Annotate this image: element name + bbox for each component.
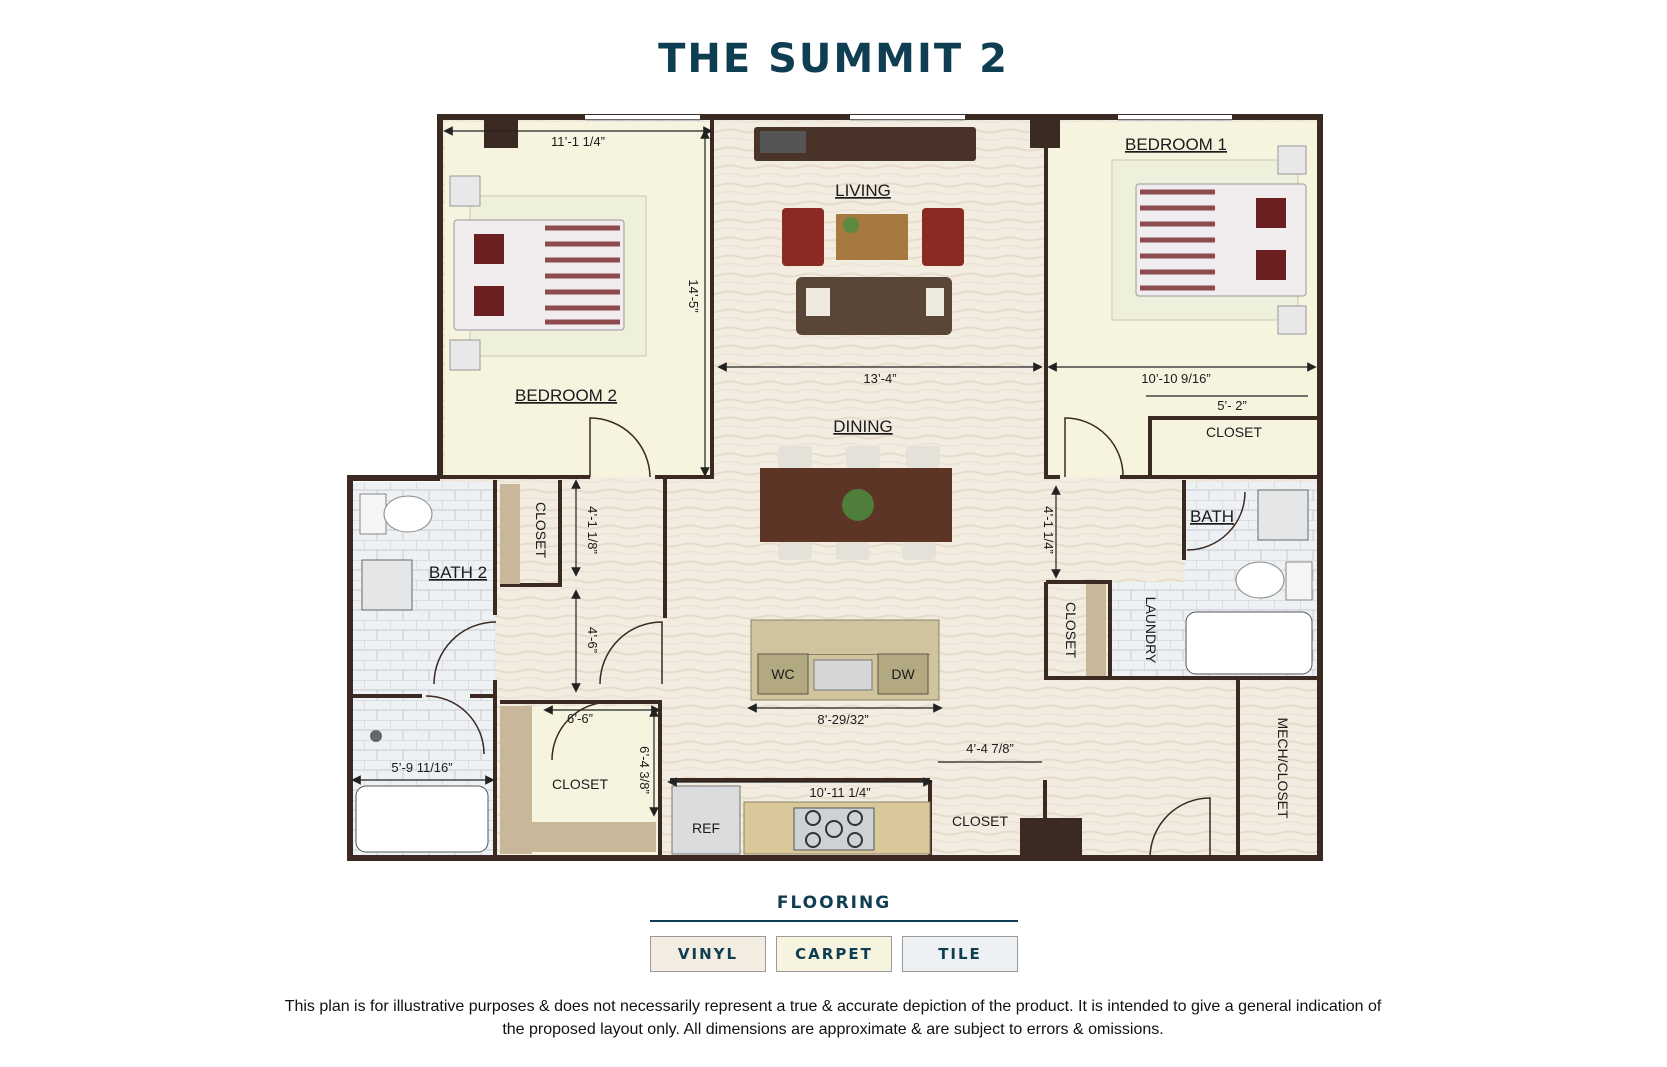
- closet-shelving: [500, 484, 1106, 854]
- dim-bed1-closet: 5’- 2”: [1217, 398, 1247, 413]
- dim-kitchen-counter: 10’-11 1/4”: [809, 785, 870, 800]
- room-label-bedroom1: BEDROOM 1: [1125, 135, 1227, 154]
- room-label-mech-closet: MECH/CLOSET: [1275, 717, 1291, 819]
- dining-table: [760, 446, 952, 560]
- room-label-bedroom2: BEDROOM 2: [515, 386, 617, 405]
- dishwasher-dw-label: DW: [891, 666, 915, 682]
- dim-walkin-depth: 6’-4 3/8”: [637, 746, 652, 794]
- dim-bed1-width: 10’-10 9/16”: [1141, 371, 1210, 386]
- closet-label-front: CLOSET: [952, 813, 1008, 829]
- dim-living-width: 13’-4”: [863, 371, 896, 386]
- room-label-laundry: LAUNDRY: [1143, 597, 1159, 664]
- bedroom2-bed: [449, 175, 647, 371]
- room-label-living: LIVING: [835, 181, 891, 200]
- dim-front-closet: 4’-4 7/8”: [966, 741, 1014, 756]
- floor-plan: LIVING DINING BEDROOM 1 BEDROOM 2 BATH B…: [347, 114, 1323, 861]
- exterior-walls: [347, 114, 1323, 861]
- room-label-bath: BATH: [1190, 507, 1234, 526]
- dishwasher-wc-label: WC: [771, 666, 794, 682]
- flooring-legend-divider: [650, 920, 1018, 922]
- bath1-fixtures: [1185, 489, 1313, 675]
- dim-bath2-width: 5’-9 11/16”: [391, 760, 452, 775]
- door-swings: [425, 417, 1246, 859]
- kitchen-island: [750, 619, 940, 701]
- page-title: THE SUMMIT 2: [658, 36, 1009, 82]
- flooring-swatch-carpet: CARPET: [776, 936, 892, 972]
- kitchen-counter: [671, 785, 931, 855]
- dimension-lines: [351, 126, 1317, 817]
- living-furniture: [754, 127, 976, 335]
- bedroom1-bed: [1111, 145, 1307, 335]
- dim-bed2-depth: 14’-5”: [686, 279, 701, 312]
- dim-hall-right: 4’-1 1/4”: [1041, 506, 1056, 554]
- flooring-swatch-vinyl: VINYL: [650, 936, 766, 972]
- room-label-dining: DINING: [833, 417, 893, 436]
- closet-label-walkin: CLOSET: [552, 776, 608, 792]
- room-label-bath2: BATH 2: [429, 563, 487, 582]
- dim-hall-left-1: 4’-1 1/8”: [585, 506, 600, 554]
- laundry-tile: [1110, 582, 1185, 678]
- closet-label-hall: CLOSET: [533, 502, 549, 558]
- dim-island: 8’-29/32”: [817, 712, 868, 727]
- refrigerator-label: REF: [692, 820, 720, 836]
- dim-bed2-width: 11’-1 1/4”: [551, 134, 605, 149]
- flooring-swatch-tile: TILE: [902, 936, 1018, 972]
- disclaimer-text: This plan is for illustrative purposes &…: [284, 998, 1382, 1038]
- dim-hall-left-2: 4’-6”: [585, 627, 600, 653]
- flooring-legend-title: FLOORING: [776, 893, 892, 913]
- closet-label-laundry: CLOSET: [1063, 602, 1079, 658]
- dim-walkin-width: 6’-6”: [567, 711, 593, 726]
- closet-label-bedroom1: CLOSET: [1206, 424, 1262, 440]
- bath2-fixtures: [355, 493, 489, 853]
- interior-walls: [352, 119, 1318, 858]
